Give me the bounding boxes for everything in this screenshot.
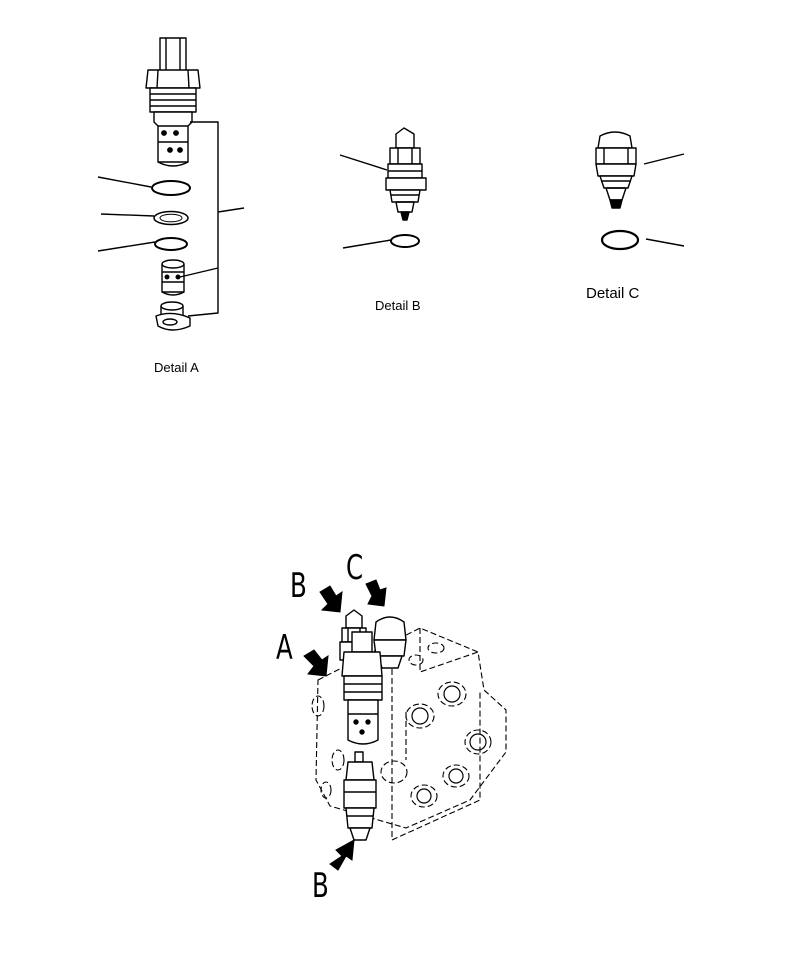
arrow-b-top	[319, 585, 343, 613]
o-ring-1	[151, 180, 191, 196]
arrow-b-bottom	[329, 839, 355, 871]
callout-b-top: B	[290, 566, 307, 606]
seat	[155, 301, 191, 331]
arrow-c	[365, 579, 387, 607]
callout-c: C	[346, 548, 364, 588]
callout-arrows	[303, 579, 387, 871]
callout-b-bottom: B	[312, 866, 329, 906]
arrow-a	[303, 649, 329, 677]
detail-c-valve	[595, 131, 637, 209]
o-ring-c	[600, 229, 640, 251]
o-ring-2	[154, 237, 188, 251]
installed-valve-b-bottom	[343, 751, 377, 841]
detail-b-valve	[385, 127, 427, 221]
block-ports	[411, 685, 487, 804]
installed-valve-a	[341, 631, 383, 745]
detail-b-label: Detail B	[375, 298, 421, 313]
detail-a-relief-valve	[145, 37, 201, 167]
o-ring-b	[390, 234, 420, 248]
callout-a: A	[276, 628, 293, 668]
installed-valve-c	[373, 616, 407, 669]
detail-c-label: Detail C	[586, 285, 640, 302]
poppet	[161, 259, 185, 296]
valve-block	[311, 627, 507, 841]
detail-a-label: Detail A	[154, 360, 199, 375]
backup-ring	[153, 210, 189, 226]
